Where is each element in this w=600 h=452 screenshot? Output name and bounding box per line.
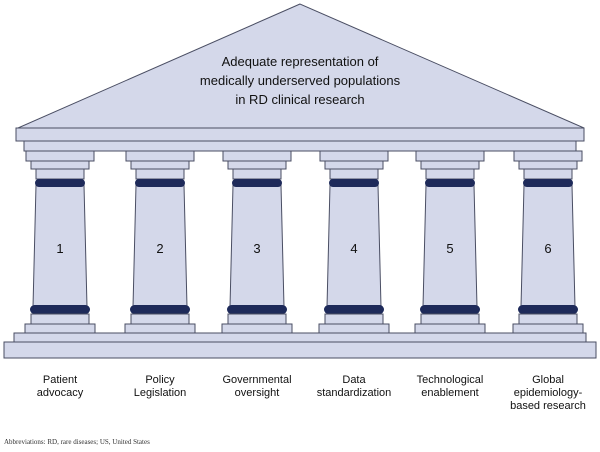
pillar-1: 1: [24, 150, 96, 334]
pillar-number: 5: [446, 241, 453, 256]
pillar-label-line: Technological: [416, 374, 484, 386]
pillar-capital: [222, 150, 292, 162]
pillar-capital: [415, 150, 485, 162]
pillar-5: 5: [414, 150, 486, 334]
pillar-neck: [35, 168, 85, 180]
pillar-ring-top: [135, 179, 185, 187]
pillar-ring-bottom: [30, 305, 90, 314]
pillar-capital: [25, 150, 95, 162]
pillar-plinth: [512, 323, 584, 334]
pillar-ring-bottom: [324, 305, 384, 314]
pillar-capital-lower: [518, 160, 578, 170]
pillar-capital-lower: [130, 160, 190, 170]
pillar-neck: [135, 168, 185, 180]
pillar-plinth: [221, 323, 293, 334]
pillar-ring-top: [35, 179, 85, 187]
entablature: [15, 127, 585, 142]
pillar-label-line: standardization: [316, 387, 392, 399]
roof-line-2: medically underserved populations: [199, 73, 401, 88]
pillar-label-line: oversight: [234, 387, 280, 399]
pillar-neck: [232, 168, 282, 180]
pillar-ring-top: [425, 179, 475, 187]
pillar-capital-lower: [30, 160, 90, 170]
base-step: [3, 341, 597, 359]
pillar-base: [130, 313, 190, 325]
pillar-label-line: Patient: [42, 374, 78, 386]
pillar-plinth: [24, 323, 96, 334]
pillar-ring-top: [523, 179, 573, 187]
pillar-base: [324, 313, 384, 325]
pillar-number: 2: [156, 241, 163, 256]
pillar-capital-lower: [324, 160, 384, 170]
pillar-label-line: Data: [342, 374, 366, 386]
pillar-number: 4: [350, 241, 357, 256]
footnote: Abbreviations: RD, rare diseases; US, Un…: [4, 438, 150, 446]
pillar-capital-lower: [227, 160, 287, 170]
pillar-base: [518, 313, 578, 325]
pillar-neck: [523, 168, 573, 180]
pillar-ring-bottom: [518, 305, 578, 314]
pillar-plinth: [318, 323, 390, 334]
pillar-neck: [425, 168, 475, 180]
pillar-2: 2: [124, 150, 196, 334]
pillar-ring-bottom: [130, 305, 190, 314]
pillar-label-line: Governmental: [222, 374, 292, 386]
pillar-base: [420, 313, 480, 325]
pillar-label-line: Legislation: [133, 387, 187, 399]
pillar-capital: [125, 150, 195, 162]
temple-diagram: 1 2 3 4 5 6: [3, 3, 597, 359]
roof-line-1: Adequate representation of: [221, 54, 379, 69]
pillar-label-line: Policy: [145, 374, 175, 386]
pillar-3: 3: [221, 150, 293, 334]
roof-line-3: in RD clinical research: [235, 92, 365, 107]
pillar-label-line: based research: [510, 400, 586, 412]
pillar-capital: [319, 150, 389, 162]
architrave: [23, 140, 577, 152]
pillar-neck: [329, 168, 379, 180]
pillar-label-line: Global: [532, 374, 564, 386]
stylobate: [13, 332, 587, 343]
pillar-plinth: [124, 323, 196, 334]
pillar-4: 4: [318, 150, 390, 334]
pillar-capital: [513, 150, 583, 162]
pillar-number: 1: [56, 241, 63, 256]
pillar-label-line: epidemiology-: [513, 387, 583, 399]
pillar-ring-bottom: [227, 305, 287, 314]
pillar-ring-top: [232, 179, 282, 187]
pillar-label-line: enablement: [421, 387, 479, 399]
pillar-plinth: [414, 323, 486, 334]
pillar-base: [30, 313, 90, 325]
pillar-label-line: advocacy: [36, 387, 84, 399]
pillar-number: 6: [544, 241, 551, 256]
pillar-6: 6: [512, 150, 584, 334]
pillar-ring-bottom: [420, 305, 480, 314]
pillar-ring-top: [329, 179, 379, 187]
roof-heading: Adequate representation of medically und…: [150, 52, 450, 109]
pillar-capital-lower: [420, 160, 480, 170]
pillar-base: [227, 313, 287, 325]
pillar-number: 3: [253, 241, 260, 256]
